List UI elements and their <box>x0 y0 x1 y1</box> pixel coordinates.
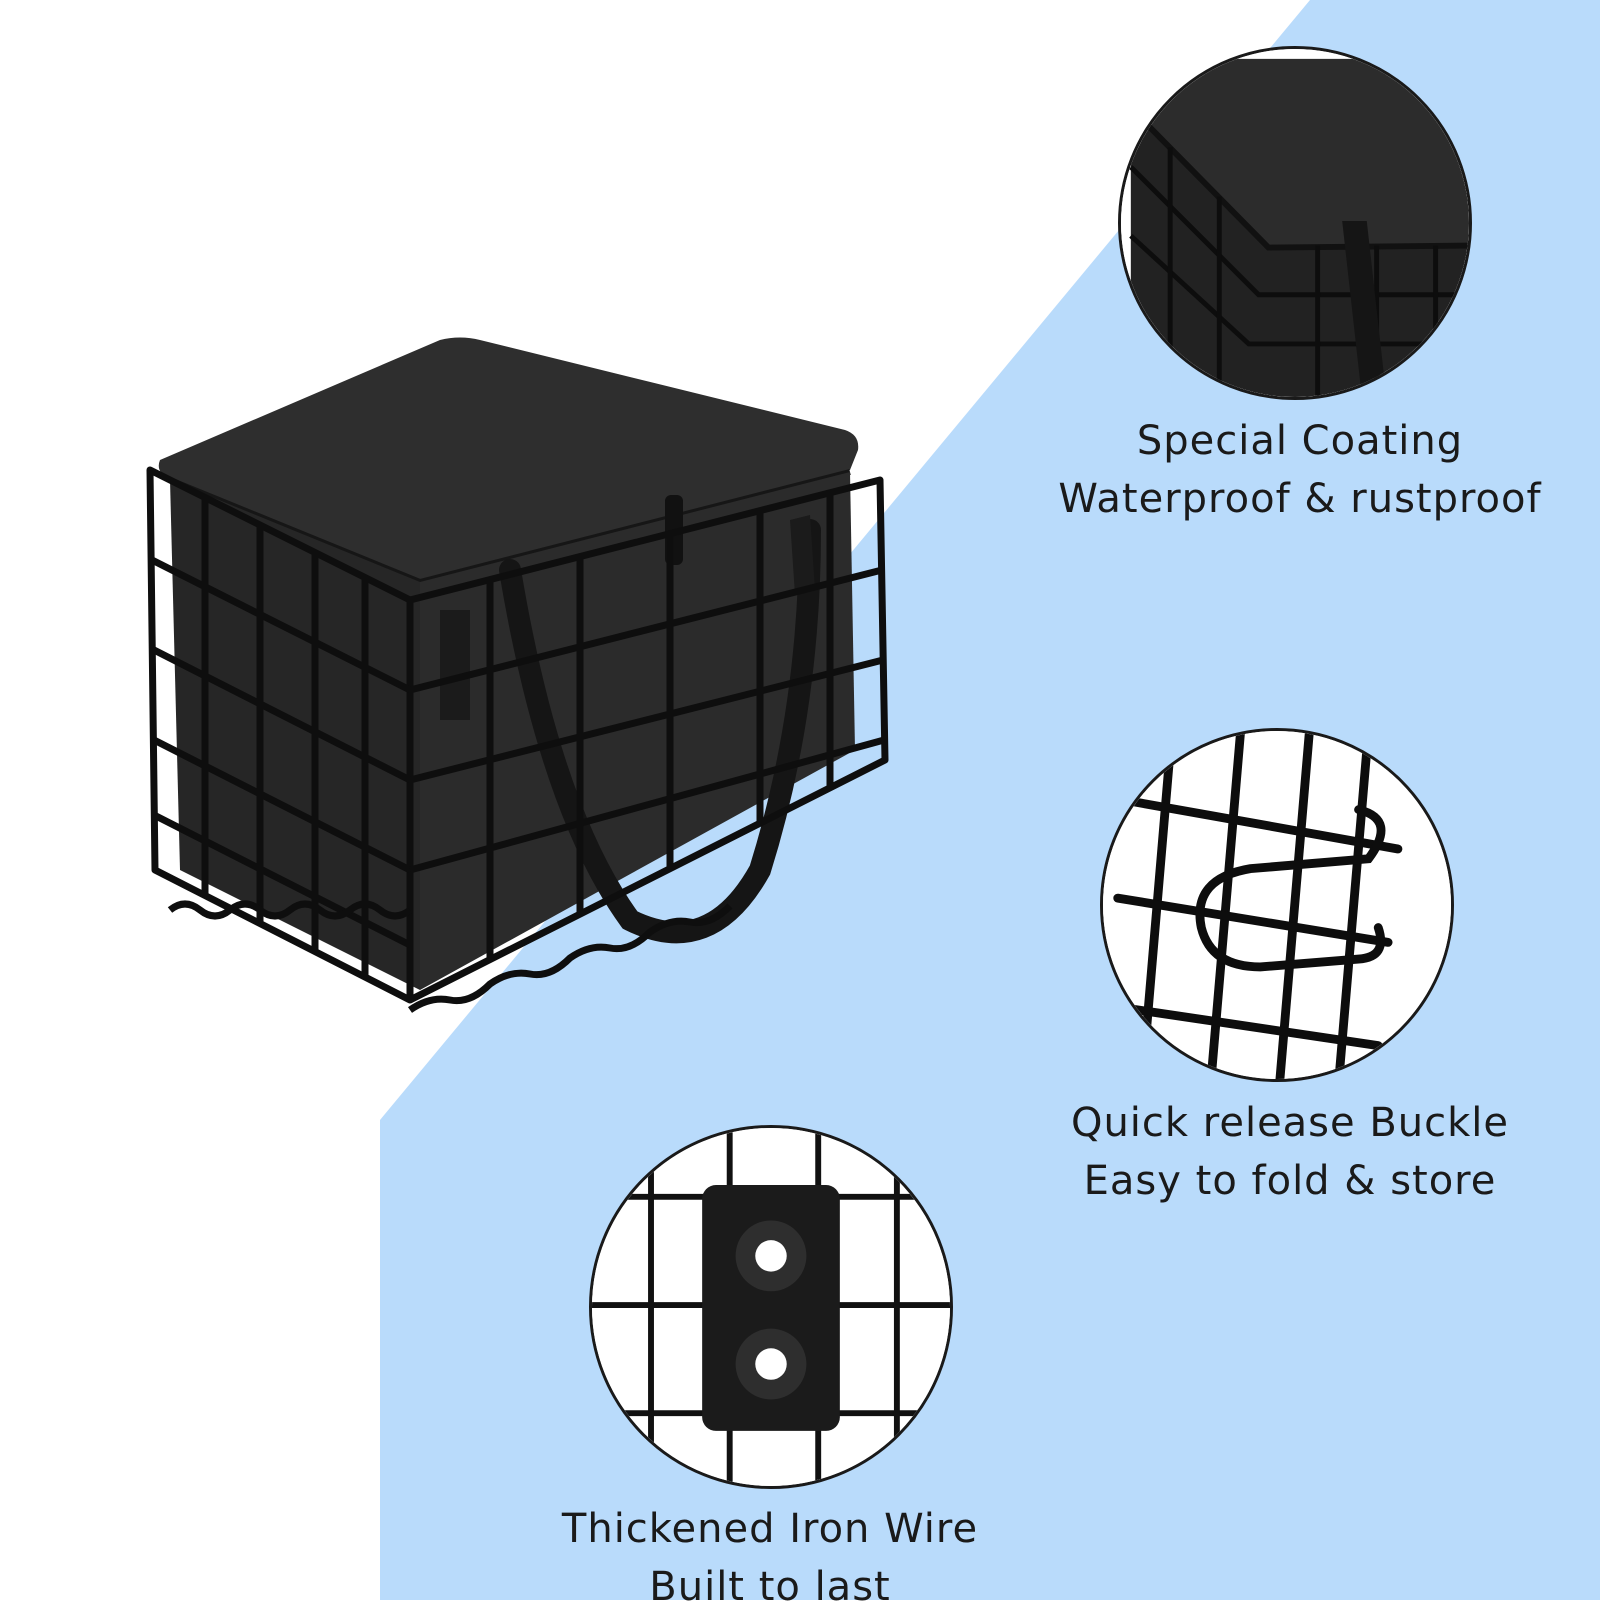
feature-caption-wire: Thickened Iron Wire Built to last <box>480 1500 1060 1616</box>
feature-title: Thickened Iron Wire <box>561 1506 979 1552</box>
quick-release-buckle-icon <box>1103 731 1451 1079</box>
feature-title: Special Coating <box>1136 418 1464 464</box>
feature-circle-coating <box>1118 46 1472 400</box>
basket-with-bag-image <box>146 337 889 1013</box>
feature-subtitle: Easy to fold & store <box>1083 1158 1497 1204</box>
feature-circle-buckle <box>1100 728 1454 1082</box>
iron-wire-clamp-icon <box>592 1128 950 1486</box>
feature-circle-wire <box>589 1125 953 1489</box>
feature-title: Quick release Buckle <box>1070 1100 1510 1146</box>
coated-bag-closeup-icon <box>1121 49 1469 397</box>
feature-subtitle: Waterproof & rustproof <box>1058 476 1542 522</box>
feature-caption-buckle: Quick release Buckle Easy to fold & stor… <box>1000 1094 1580 1210</box>
feature-caption-coating: Special Coating Waterproof & rustproof <box>1020 412 1580 528</box>
feature-subtitle: Built to last <box>649 1564 891 1610</box>
